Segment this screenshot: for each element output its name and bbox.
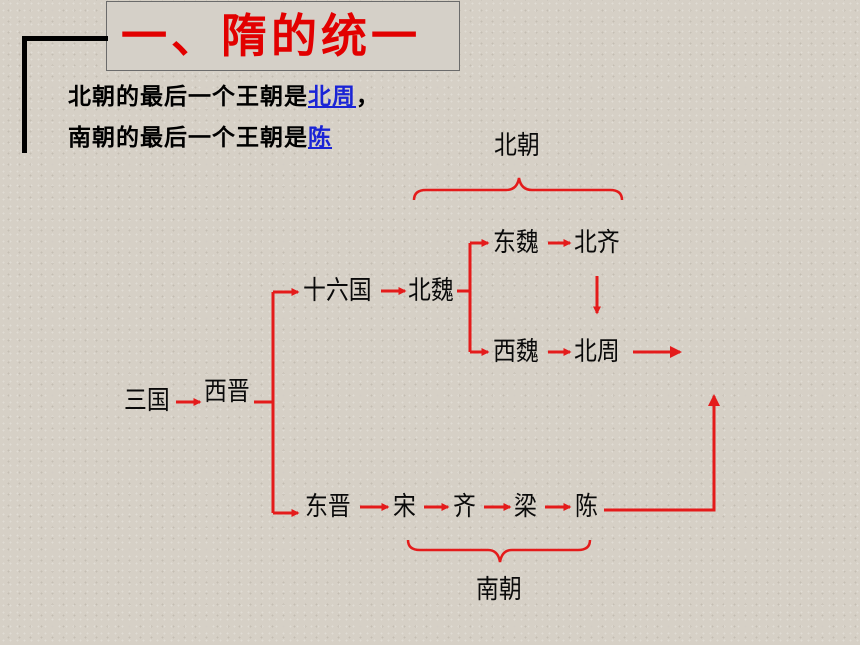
answer-link-chen[interactable]: 陈 [308, 124, 332, 151]
title-box: 一、隋的统一 [106, 1, 460, 71]
corner-bracket-vertical [22, 36, 27, 153]
node-sanguo: 三国 [124, 386, 170, 416]
node-shiliuguo: 十六国 [303, 276, 372, 306]
intro-line-2: 南朝的最后一个王朝是陈 [68, 123, 332, 153]
node-beiwei: 北魏 [408, 276, 454, 306]
node-dongjin: 东晋 [305, 492, 351, 522]
node-chen: 陈 [575, 492, 598, 522]
intro-line-2-prefix: 南朝的最后一个王朝是 [68, 124, 308, 151]
node-xiwei: 西魏 [493, 337, 539, 367]
north-brace [412, 177, 624, 201]
node-dongwei: 东魏 [493, 228, 539, 258]
node-liang: 梁 [514, 492, 537, 522]
node-xijin: 西晋 [204, 377, 250, 407]
flow-arrows [176, 239, 720, 517]
corner-bracket-horizontal [22, 36, 108, 41]
node-qi: 齐 [453, 492, 476, 522]
intro-line-1-prefix: 北朝的最后一个王朝是 [68, 83, 308, 110]
page-title: 一、隋的统一 [121, 9, 421, 63]
node-song: 宋 [393, 492, 416, 522]
intro-line-1: 北朝的最后一个王朝是北周， [68, 82, 380, 112]
node-beizhou: 北周 [574, 337, 620, 367]
arrow-chen-sui [604, 394, 720, 512]
south-brace [406, 539, 592, 563]
node-beiqi: 北齐 [574, 228, 620, 258]
group-label-north: 北朝 [494, 131, 540, 161]
answer-link-beizhou[interactable]: 北周 [308, 83, 356, 110]
intro-line-1-suffix: ， [356, 83, 380, 110]
group-label-south: 南朝 [476, 575, 522, 605]
